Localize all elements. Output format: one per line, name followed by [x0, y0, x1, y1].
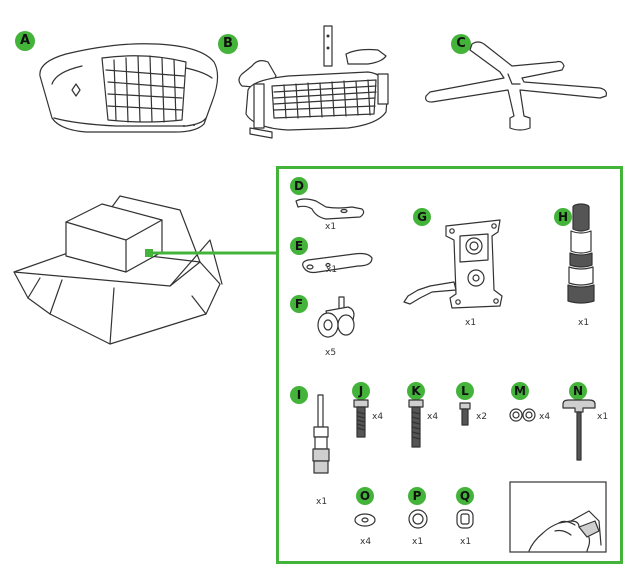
part-i-badge: I	[290, 386, 308, 404]
part-k-badge: K	[407, 382, 425, 400]
part-o-qty: x4	[360, 537, 372, 547]
part-n-hex-key-icon	[562, 399, 596, 461]
part-n-badge: N	[569, 382, 587, 400]
peel-film-icon	[509, 481, 607, 553]
part-e-lever-icon	[302, 252, 373, 274]
open-box-icon	[13, 195, 223, 345]
part-m-washers-icon	[509, 408, 536, 422]
part-f-badge: F	[290, 295, 308, 313]
part-p-badge: P	[408, 487, 426, 505]
part-a-badge: A	[15, 31, 35, 51]
part-q-badge: Q	[456, 487, 474, 505]
part-n-qty: x1	[597, 412, 609, 422]
part-f-caster-icon	[317, 296, 355, 338]
part-c-badge: C	[451, 34, 471, 54]
part-l-badge: L	[456, 382, 474, 400]
part-e-qty: x1	[326, 265, 338, 275]
part-f-qty: x5	[325, 348, 337, 358]
part-o-badge: O	[356, 487, 374, 505]
callout-line	[145, 249, 277, 257]
part-m-badge: M	[511, 382, 529, 400]
chair-backrest-icon	[39, 43, 219, 133]
part-o-washer-icon	[354, 513, 376, 527]
part-l-screw-icon	[459, 402, 471, 426]
part-b-badge: B	[218, 34, 238, 54]
part-g-qty: x1	[465, 318, 477, 328]
part-d-badge: D	[290, 177, 308, 195]
part-h-badge: H	[554, 208, 572, 226]
five-star-base-icon	[425, 41, 607, 131]
part-h-qty: x1	[578, 318, 590, 328]
part-i-gas-lift-icon	[312, 394, 330, 474]
part-p-ring-icon	[408, 509, 428, 529]
part-k-qty: x4	[427, 412, 439, 422]
parts-list-frame	[276, 166, 623, 564]
part-d-bracket-icon	[295, 198, 365, 220]
part-g-badge: G	[413, 208, 431, 226]
part-g-mechanism-plate-icon	[403, 219, 503, 309]
part-q-clip-icon	[456, 509, 474, 529]
part-j-bolt-icon	[353, 399, 369, 438]
part-j-badge: J	[352, 382, 370, 400]
part-p-qty: x1	[412, 537, 424, 547]
part-d-qty: x1	[325, 222, 337, 232]
part-q-qty: x1	[460, 537, 472, 547]
chair-seat-with-armrests-icon	[238, 25, 389, 139]
part-m-qty: x4	[539, 412, 551, 422]
part-k-bolt-icon	[408, 399, 424, 448]
part-j-qty: x4	[372, 412, 384, 422]
part-h-gas-cylinder-cover-icon	[567, 203, 595, 304]
part-e-badge: E	[290, 237, 308, 255]
part-i-qty: x1	[316, 497, 328, 507]
part-l-qty: x2	[476, 412, 488, 422]
